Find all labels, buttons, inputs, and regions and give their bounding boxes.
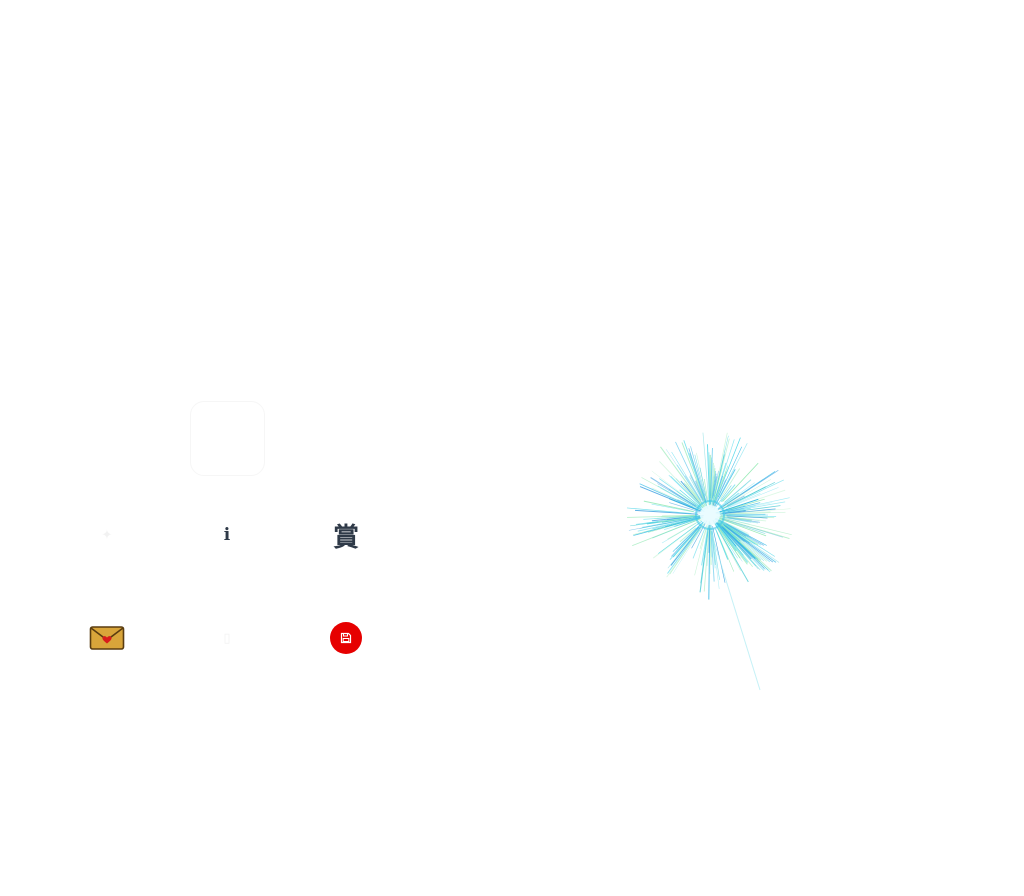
menu-item-award[interactable]: 賞	[291, 515, 401, 585]
menu-item-mail[interactable]	[52, 618, 162, 688]
faint-icon: ▯	[223, 630, 231, 646]
menu-item-save[interactable]	[291, 618, 401, 688]
firework-decoration	[626, 432, 792, 691]
avatar-card[interactable]	[190, 401, 265, 476]
menu-item-info[interactable]: i	[172, 515, 282, 585]
save-icon	[291, 618, 401, 658]
award-kanji-icon: 賞	[332, 522, 359, 553]
menu-item-unknown[interactable]: ▯	[172, 618, 282, 688]
info-icon: i	[223, 525, 231, 545]
envelope-heart-icon	[52, 618, 162, 658]
share-icon: ✦	[101, 527, 113, 543]
menu-item-share[interactable]: ✦	[52, 515, 162, 585]
